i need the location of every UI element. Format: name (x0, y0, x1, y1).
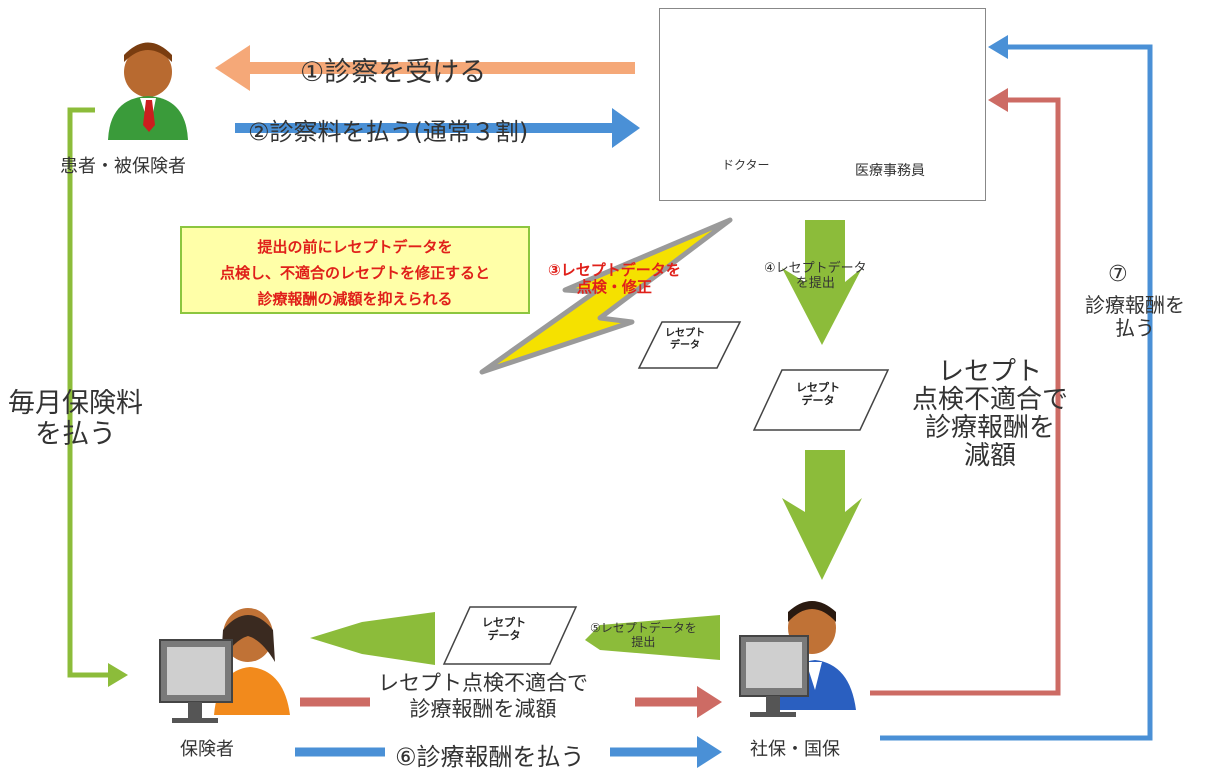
document-label: レセプト データ (796, 381, 840, 407)
document-label: レセプト データ (665, 328, 705, 351)
arrow-step4 (782, 220, 862, 580)
doctor-label: ドクター (722, 158, 770, 172)
insurer-monitor-icon (159, 608, 290, 723)
clerk-label: 医療事務員 (855, 163, 925, 179)
review-org-label: 社保・国保 (750, 739, 840, 760)
reduction-right-label: レセプト 点検不適合で 診療報酬を 減額 (912, 357, 1069, 472)
step3-label: ③レセプトデータを 点検・修正 (548, 261, 681, 297)
note-text: 提出の前にレセプトデータを 点検し、不適合のレセプトを修正すると 診療報酬の減額… (219, 238, 490, 308)
arrow-step1 (215, 45, 635, 91)
insurer-label: 保険者 (180, 739, 234, 760)
arrow-reduction-right (870, 88, 1061, 696)
arrow-step6 (295, 736, 722, 768)
arrow-step5 (310, 612, 720, 665)
arrow-monthly-premium (67, 107, 128, 687)
patient-person-icon (108, 42, 188, 140)
document-icon (752, 369, 890, 431)
reduction-bottom-label: レセプト点検不適合で 診療報酬を減額 (378, 671, 588, 722)
step7-label: 診療報酬を 払う (1085, 293, 1185, 340)
step1-label: ①診察を受ける (300, 57, 487, 88)
monthly-premium-label: 毎月保険料 を払う (8, 388, 143, 451)
step4-label: ④レセプトデータ を提出 (764, 261, 867, 291)
lightning-bolt-icon (479, 217, 733, 375)
document-icon (442, 606, 578, 665)
patient-label: 患者・被保険者 (60, 156, 186, 177)
step6-label: ⑥診療報酬を払う (395, 743, 585, 771)
review-org-monitor-icon (739, 601, 856, 717)
arrow-step2 (235, 108, 640, 148)
document-icon (637, 321, 742, 369)
arrow-step7 (880, 35, 1153, 741)
document-label: レセプト データ (482, 616, 526, 642)
clinic-box (659, 8, 986, 201)
step2-label: ②診察料を払う(通常３割) (248, 118, 529, 146)
arrow-reduction-bottom (300, 686, 722, 718)
step5-label: ⑤レセプトデータを 提出 (590, 621, 697, 649)
note-box: 提出の前にレセプトデータを 点検し、不適合のレセプトを修正すると 診療報酬の減額… (180, 226, 530, 314)
step7-number: ⑦ (1108, 262, 1128, 287)
